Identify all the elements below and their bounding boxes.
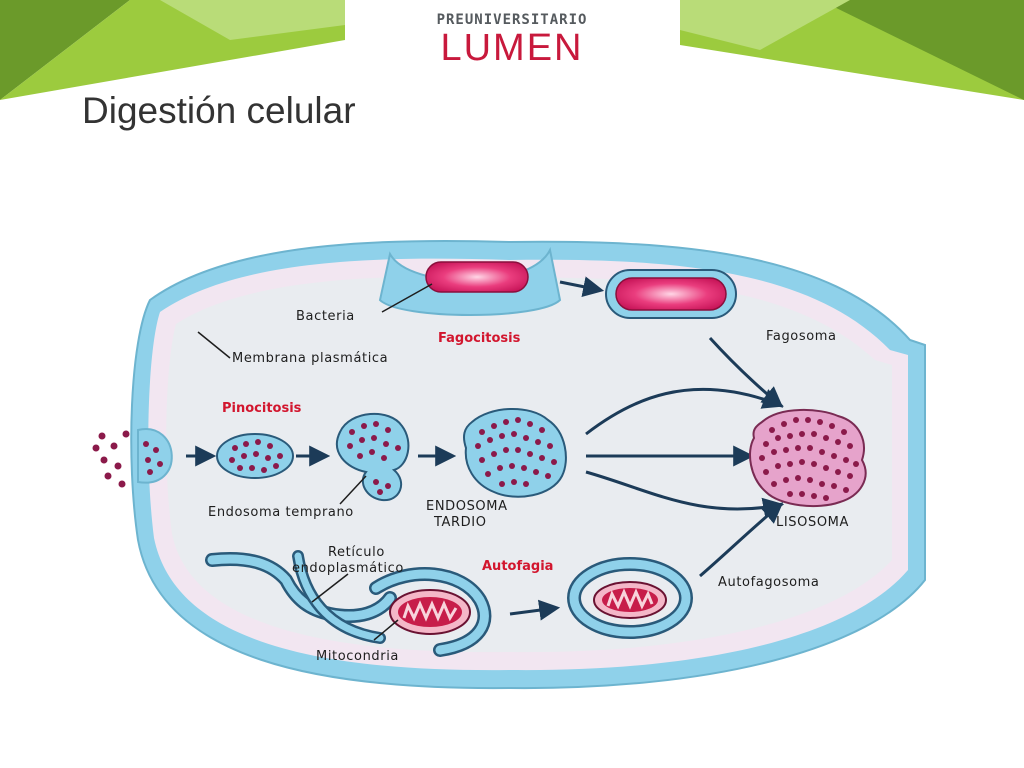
brand-logo: PREUNIVERSITARIO LUMEN xyxy=(400,8,624,72)
lysosome-shape xyxy=(749,409,867,508)
banner-left-mid xyxy=(160,0,345,40)
label-fagosoma: Fagosoma xyxy=(766,329,837,344)
arrow-autophagosome-to-lysosome xyxy=(699,502,784,578)
label-fagocitosis: Fagocitosis xyxy=(438,331,521,346)
early-endosome-2 xyxy=(335,413,410,502)
arrow-endo-lys-bottom xyxy=(585,470,785,519)
label-membrana-plasmatica: Membrana plasmática xyxy=(232,351,388,366)
leader-bacteria xyxy=(381,283,433,313)
endoplasmic-reticulum xyxy=(205,550,492,657)
arrow-to-phagosome xyxy=(559,276,605,298)
early-endosome-1 xyxy=(216,433,294,479)
banner-right-dark xyxy=(820,0,1024,100)
mitochondrion-shape xyxy=(389,589,471,635)
late-endosome-shape xyxy=(463,408,567,498)
label-autofagosoma: Autofagosoma xyxy=(718,575,820,590)
logo-top-text: PREUNIVERSITARIO xyxy=(436,12,588,28)
leader-reticulo xyxy=(311,573,349,603)
label-bacteria: Bacteria xyxy=(296,309,355,324)
header-banner xyxy=(0,0,1024,100)
phagocytosis-indent xyxy=(378,246,562,316)
label-reticulo-1: Retículo xyxy=(328,545,385,560)
pinocytosis-particles xyxy=(92,430,130,488)
leader-endosoma-temprano xyxy=(339,475,367,505)
label-endosoma-temprano: Endosoma temprano xyxy=(208,505,354,520)
cell-digestion-diagram: Bacteria Fagocitosis Fagosoma Membrana p… xyxy=(92,239,926,690)
label-mitocondria: Mitocondria xyxy=(316,649,399,664)
logo-main-text: LUMEN xyxy=(440,27,584,69)
autophagosome-shape xyxy=(567,557,693,639)
leader-mitocondria xyxy=(373,619,399,641)
invagination-particles xyxy=(143,441,163,475)
label-endosoma-tardio-2: TARDIO xyxy=(433,515,487,530)
label-lisosoma: LISOSOMA xyxy=(776,515,849,530)
slide-title: Digestión celular xyxy=(82,90,356,131)
leader-membrana xyxy=(197,331,231,359)
label-pinocitosis: Pinocitosis xyxy=(222,401,302,416)
label-autofagia: Autofagia xyxy=(482,559,553,574)
arrow-autofagia xyxy=(509,599,561,621)
bacteria-shape xyxy=(425,261,529,293)
banner-right-mid xyxy=(680,0,850,50)
arrow-endo-lys-top xyxy=(585,387,784,436)
label-endosoma-tardio-1: ENDOSOMA xyxy=(426,499,508,514)
phagosome-shape xyxy=(605,269,737,319)
cell-membrane xyxy=(130,239,926,690)
label-reticulo-2: endoplasmático xyxy=(292,561,404,576)
